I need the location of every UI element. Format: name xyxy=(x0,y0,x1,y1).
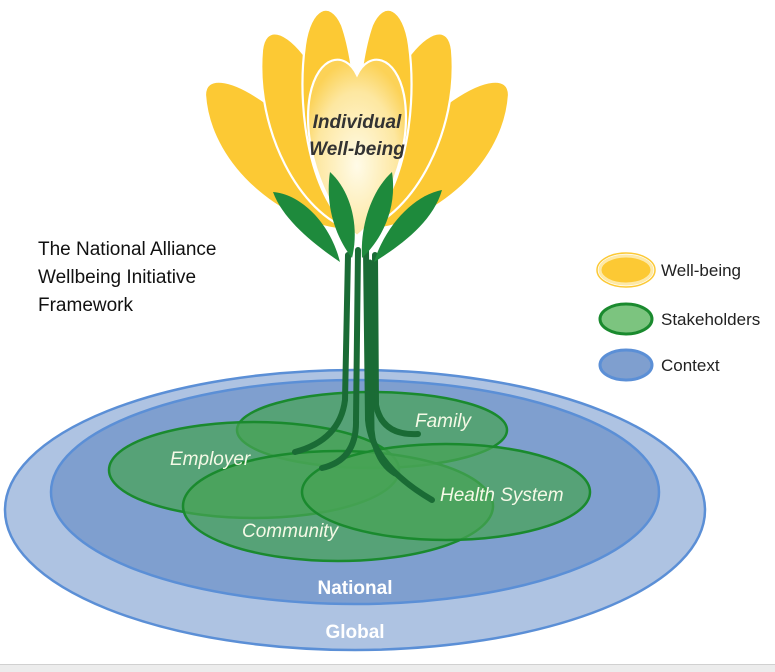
context-label-global: Global xyxy=(325,622,384,643)
legend-swatch-wellbeing xyxy=(598,254,654,286)
legend-swatch-context xyxy=(598,348,654,382)
health-system-ellipse xyxy=(300,442,592,542)
leaf-far-right xyxy=(374,190,442,262)
flower-label-line-2: Well-being xyxy=(309,139,405,160)
stems xyxy=(292,247,435,503)
stakeholder-label-community: Community xyxy=(242,521,340,542)
stakeholder-label-employer: Employer xyxy=(170,449,251,470)
bottom-scrollbar-strip xyxy=(0,664,775,672)
legend-swatch-stakeholders xyxy=(598,302,654,336)
stakeholder-label-family: Family xyxy=(415,411,472,432)
leaf-far-left xyxy=(273,192,340,262)
legend-label-stakeholders: Stakeholders xyxy=(661,310,760,329)
framework-title-line-1: The National Alliance xyxy=(38,239,217,260)
framework-title: The National Alliance Wellbeing Initiati… xyxy=(38,236,217,320)
framework-title-line-3: Framework xyxy=(38,295,134,316)
leaf-left xyxy=(328,172,355,258)
context-label-national: National xyxy=(318,578,393,599)
stakeholder-label-health-system: Health System xyxy=(440,485,564,506)
legend-label-context: Context xyxy=(661,356,720,375)
flower-label-line-1: Individual xyxy=(313,112,402,133)
legend-label-wellbeing: Well-being xyxy=(661,261,741,280)
legend: Well-being Stakeholders Context xyxy=(596,252,760,382)
leaf-right xyxy=(361,172,394,258)
leaves xyxy=(273,172,442,262)
framework-title-line-2: Wellbeing Initiative xyxy=(38,267,197,288)
